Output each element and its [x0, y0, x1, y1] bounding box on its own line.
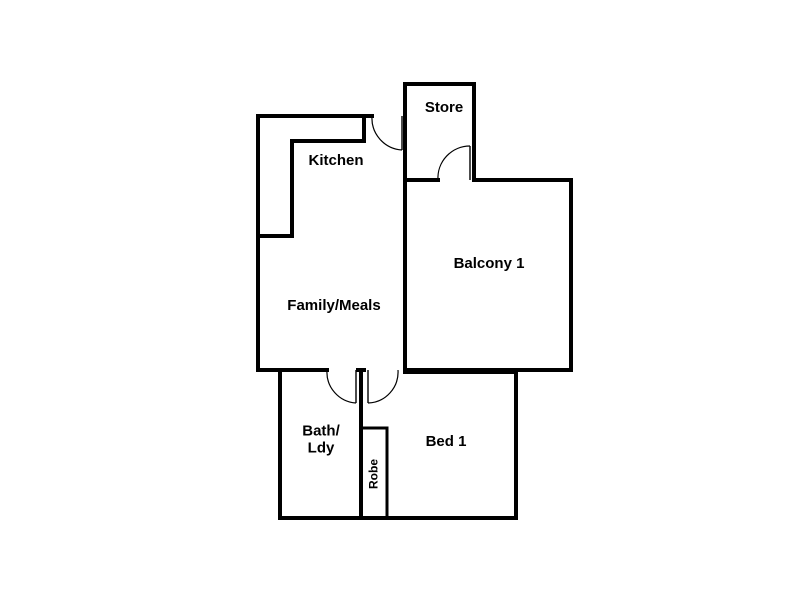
- bed-door: [367, 369, 399, 404]
- kitchen-bench: [256, 114, 366, 238]
- robe-label: Robe: [366, 459, 381, 489]
- kitchen-label: Kitchen: [308, 151, 364, 169]
- balcony-label: Balcony 1: [453, 254, 525, 272]
- robe-walls: [359, 426, 389, 520]
- balcony-walls: [403, 148, 573, 372]
- store-door: [437, 145, 471, 181]
- family-meals-label: Family/Meals: [287, 296, 381, 314]
- bath-label-line1: Bath/: [302, 422, 340, 440]
- store-walls: [403, 82, 476, 182]
- kitchen-door: [371, 115, 403, 151]
- bath-ldy-label: Bath/ Ldy: [302, 422, 340, 457]
- bath-label-line2: Ldy: [307, 439, 335, 456]
- bed-label: Bed 1: [425, 432, 467, 450]
- bath-door: [326, 369, 357, 404]
- bed-bath-walls: [278, 368, 518, 520]
- store-label: Store: [424, 98, 464, 116]
